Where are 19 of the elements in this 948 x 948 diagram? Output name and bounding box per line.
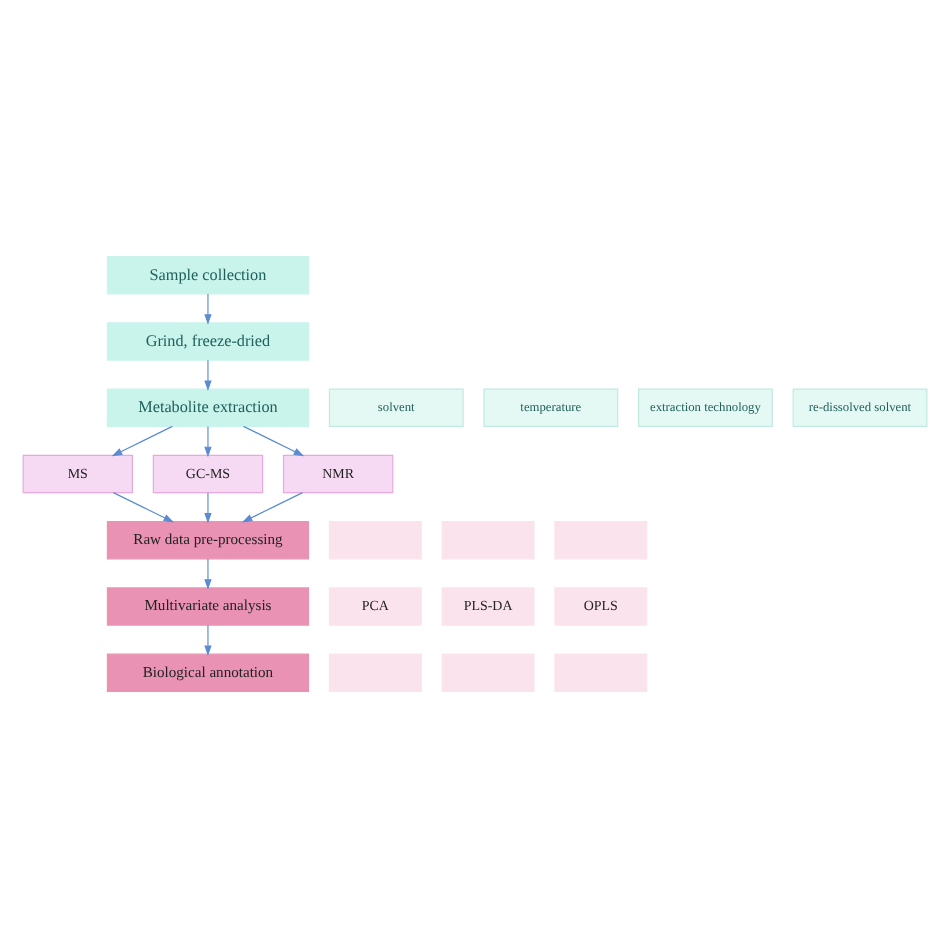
arrow <box>203 425 211 458</box>
node-box <box>327 653 421 692</box>
arrow <box>203 558 211 590</box>
node-box: Grind, freeze-dried <box>105 322 309 361</box>
node-box <box>440 653 534 692</box>
arrow <box>203 492 211 524</box>
arrow <box>240 492 303 523</box>
arrow <box>203 624 211 656</box>
arrow <box>241 425 304 457</box>
node-box: Metabolite extraction <box>105 388 309 427</box>
arrow <box>203 293 211 325</box>
node-box <box>553 653 647 692</box>
node-box <box>440 521 534 560</box>
node-box <box>553 521 647 560</box>
arrow <box>111 492 173 523</box>
arrow <box>110 425 172 457</box>
node-box <box>327 521 421 560</box>
arrow <box>203 359 211 391</box>
node-box: Sample collection <box>105 256 309 295</box>
